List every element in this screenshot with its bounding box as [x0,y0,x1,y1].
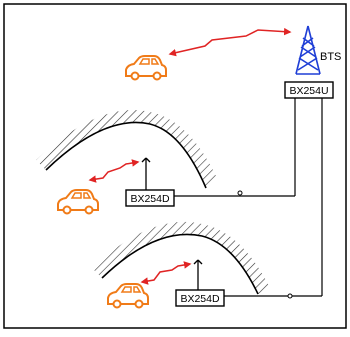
signal-link-2 [140,261,192,285]
repeater-master-label: BX254U [289,85,328,97]
bts-label: BTS [320,51,341,63]
signal-link-top [168,27,292,57]
car-icon-top [125,55,167,81]
bts-tower-icon [295,25,321,75]
repeater-remote-1-label: BX254D [130,193,170,205]
signal-link-1 [88,159,140,183]
repeater-master-box [284,81,334,99]
car-icon-2 [107,283,149,309]
repeater-remote-2-label: BX254D [180,293,220,305]
hill-2 [92,221,270,294]
connector-1 [237,190,243,196]
hill-1 [36,110,218,188]
connector-2 [287,293,293,299]
antenna-icon-2 [193,259,203,290]
repeater-remote-2-box [175,289,225,307]
car-icon-1 [57,189,99,215]
frame [3,3,347,329]
repeater-remote-1-box [125,189,175,207]
antenna-icon-1 [141,157,151,190]
